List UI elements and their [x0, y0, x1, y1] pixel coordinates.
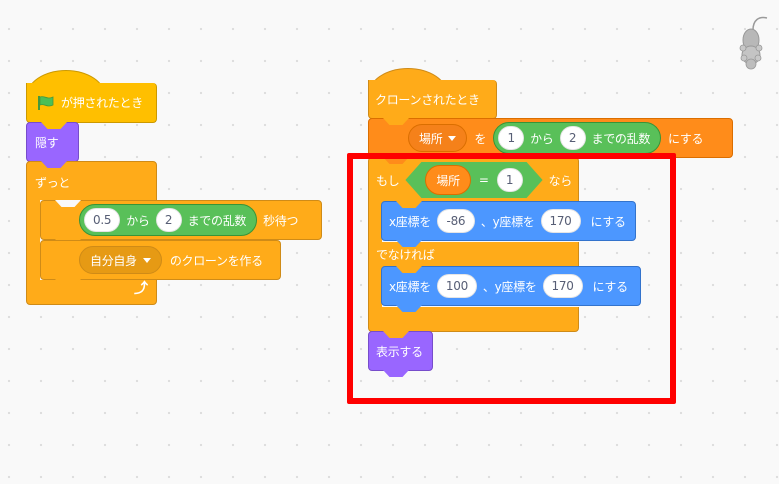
- set-variable-block[interactable]: 場所 を 1 から 2 までの乱数 にする: [368, 118, 733, 164]
- random-from-input[interactable]: 1: [498, 126, 525, 150]
- goto-xy-block-else[interactable]: x座標を 100 、y座標を 170 にする: [381, 266, 641, 312]
- set-to-label: を: [474, 131, 487, 146]
- then-label: なら: [548, 173, 573, 188]
- x-label: x座標を: [389, 214, 431, 229]
- set-suffix: にする: [668, 131, 704, 146]
- random-to-input[interactable]: 2: [559, 126, 586, 150]
- chevron-down-icon: [142, 257, 151, 263]
- hat-label: クローンされたとき: [375, 92, 480, 107]
- wait-seconds-block[interactable]: 0.5 から 2 までの乱数 秒待つ: [40, 200, 322, 246]
- goto-suffix: にする: [590, 214, 627, 229]
- highlight-box: [347, 153, 676, 404]
- random-reporter[interactable]: 1 から 2 までの乱数: [493, 122, 662, 154]
- goto-suffix: にする: [592, 279, 629, 294]
- y-input[interactable]: 170: [540, 209, 581, 233]
- y-label: 、y座標を: [480, 214, 535, 229]
- random-to-input[interactable]: 2: [155, 208, 182, 232]
- when-flag-clicked-block[interactable]: が押されたとき: [26, 83, 157, 129]
- equals-operator[interactable]: 場所 = 1: [405, 162, 542, 198]
- show-block[interactable]: 表示する: [368, 331, 433, 377]
- green-flag-icon: [38, 95, 54, 110]
- chevron-down-icon: [448, 135, 457, 141]
- loop-arrow-icon: ⤴: [134, 281, 148, 297]
- if-label: もし: [376, 173, 400, 188]
- hide-label: 隠す: [35, 135, 59, 150]
- create-clone-block[interactable]: 自分自身 のクローンを作る: [40, 240, 281, 286]
- when-cloned-block[interactable]: クローンされたとき: [368, 80, 497, 125]
- random-from-input[interactable]: 0.5: [84, 208, 121, 232]
- random-from-label: から: [126, 213, 150, 228]
- hide-block[interactable]: 隠す: [26, 122, 79, 168]
- y-input[interactable]: 170: [542, 274, 583, 298]
- x-label: x座標を: [389, 279, 431, 294]
- x-input[interactable]: -86: [436, 209, 475, 233]
- x-input[interactable]: 100: [436, 274, 477, 298]
- show-label: 表示する: [376, 344, 423, 359]
- hat-label: が押されたとき: [61, 96, 143, 110]
- clone-target-dropdown[interactable]: 自分自身: [79, 246, 162, 274]
- forever-label: ずっと: [35, 176, 71, 190]
- wait-suffix: 秒待つ: [263, 213, 299, 228]
- random-to-label: までの乱数: [187, 213, 247, 228]
- random-to-label: までの乱数: [591, 131, 651, 146]
- mouse-sprite-icon: [739, 16, 768, 70]
- equals-sign: =: [478, 173, 489, 187]
- create-clone-suffix: のクローンを作る: [169, 253, 263, 268]
- variable-name: 場所: [419, 131, 443, 146]
- y-label: 、y座標を: [482, 279, 537, 294]
- goto-xy-block-then[interactable]: x座標を -86 、y座標を 170 にする: [381, 201, 636, 247]
- random-reporter[interactable]: 0.5 から 2 までの乱数: [79, 204, 258, 236]
- else-label: でなければ: [376, 248, 435, 262]
- variable-dropdown[interactable]: 場所: [408, 124, 468, 152]
- random-from-label: から: [530, 131, 554, 146]
- equals-right-input[interactable]: 1: [497, 168, 523, 192]
- variable-reporter[interactable]: 場所: [425, 165, 470, 195]
- clone-target-value: 自分自身: [90, 253, 137, 268]
